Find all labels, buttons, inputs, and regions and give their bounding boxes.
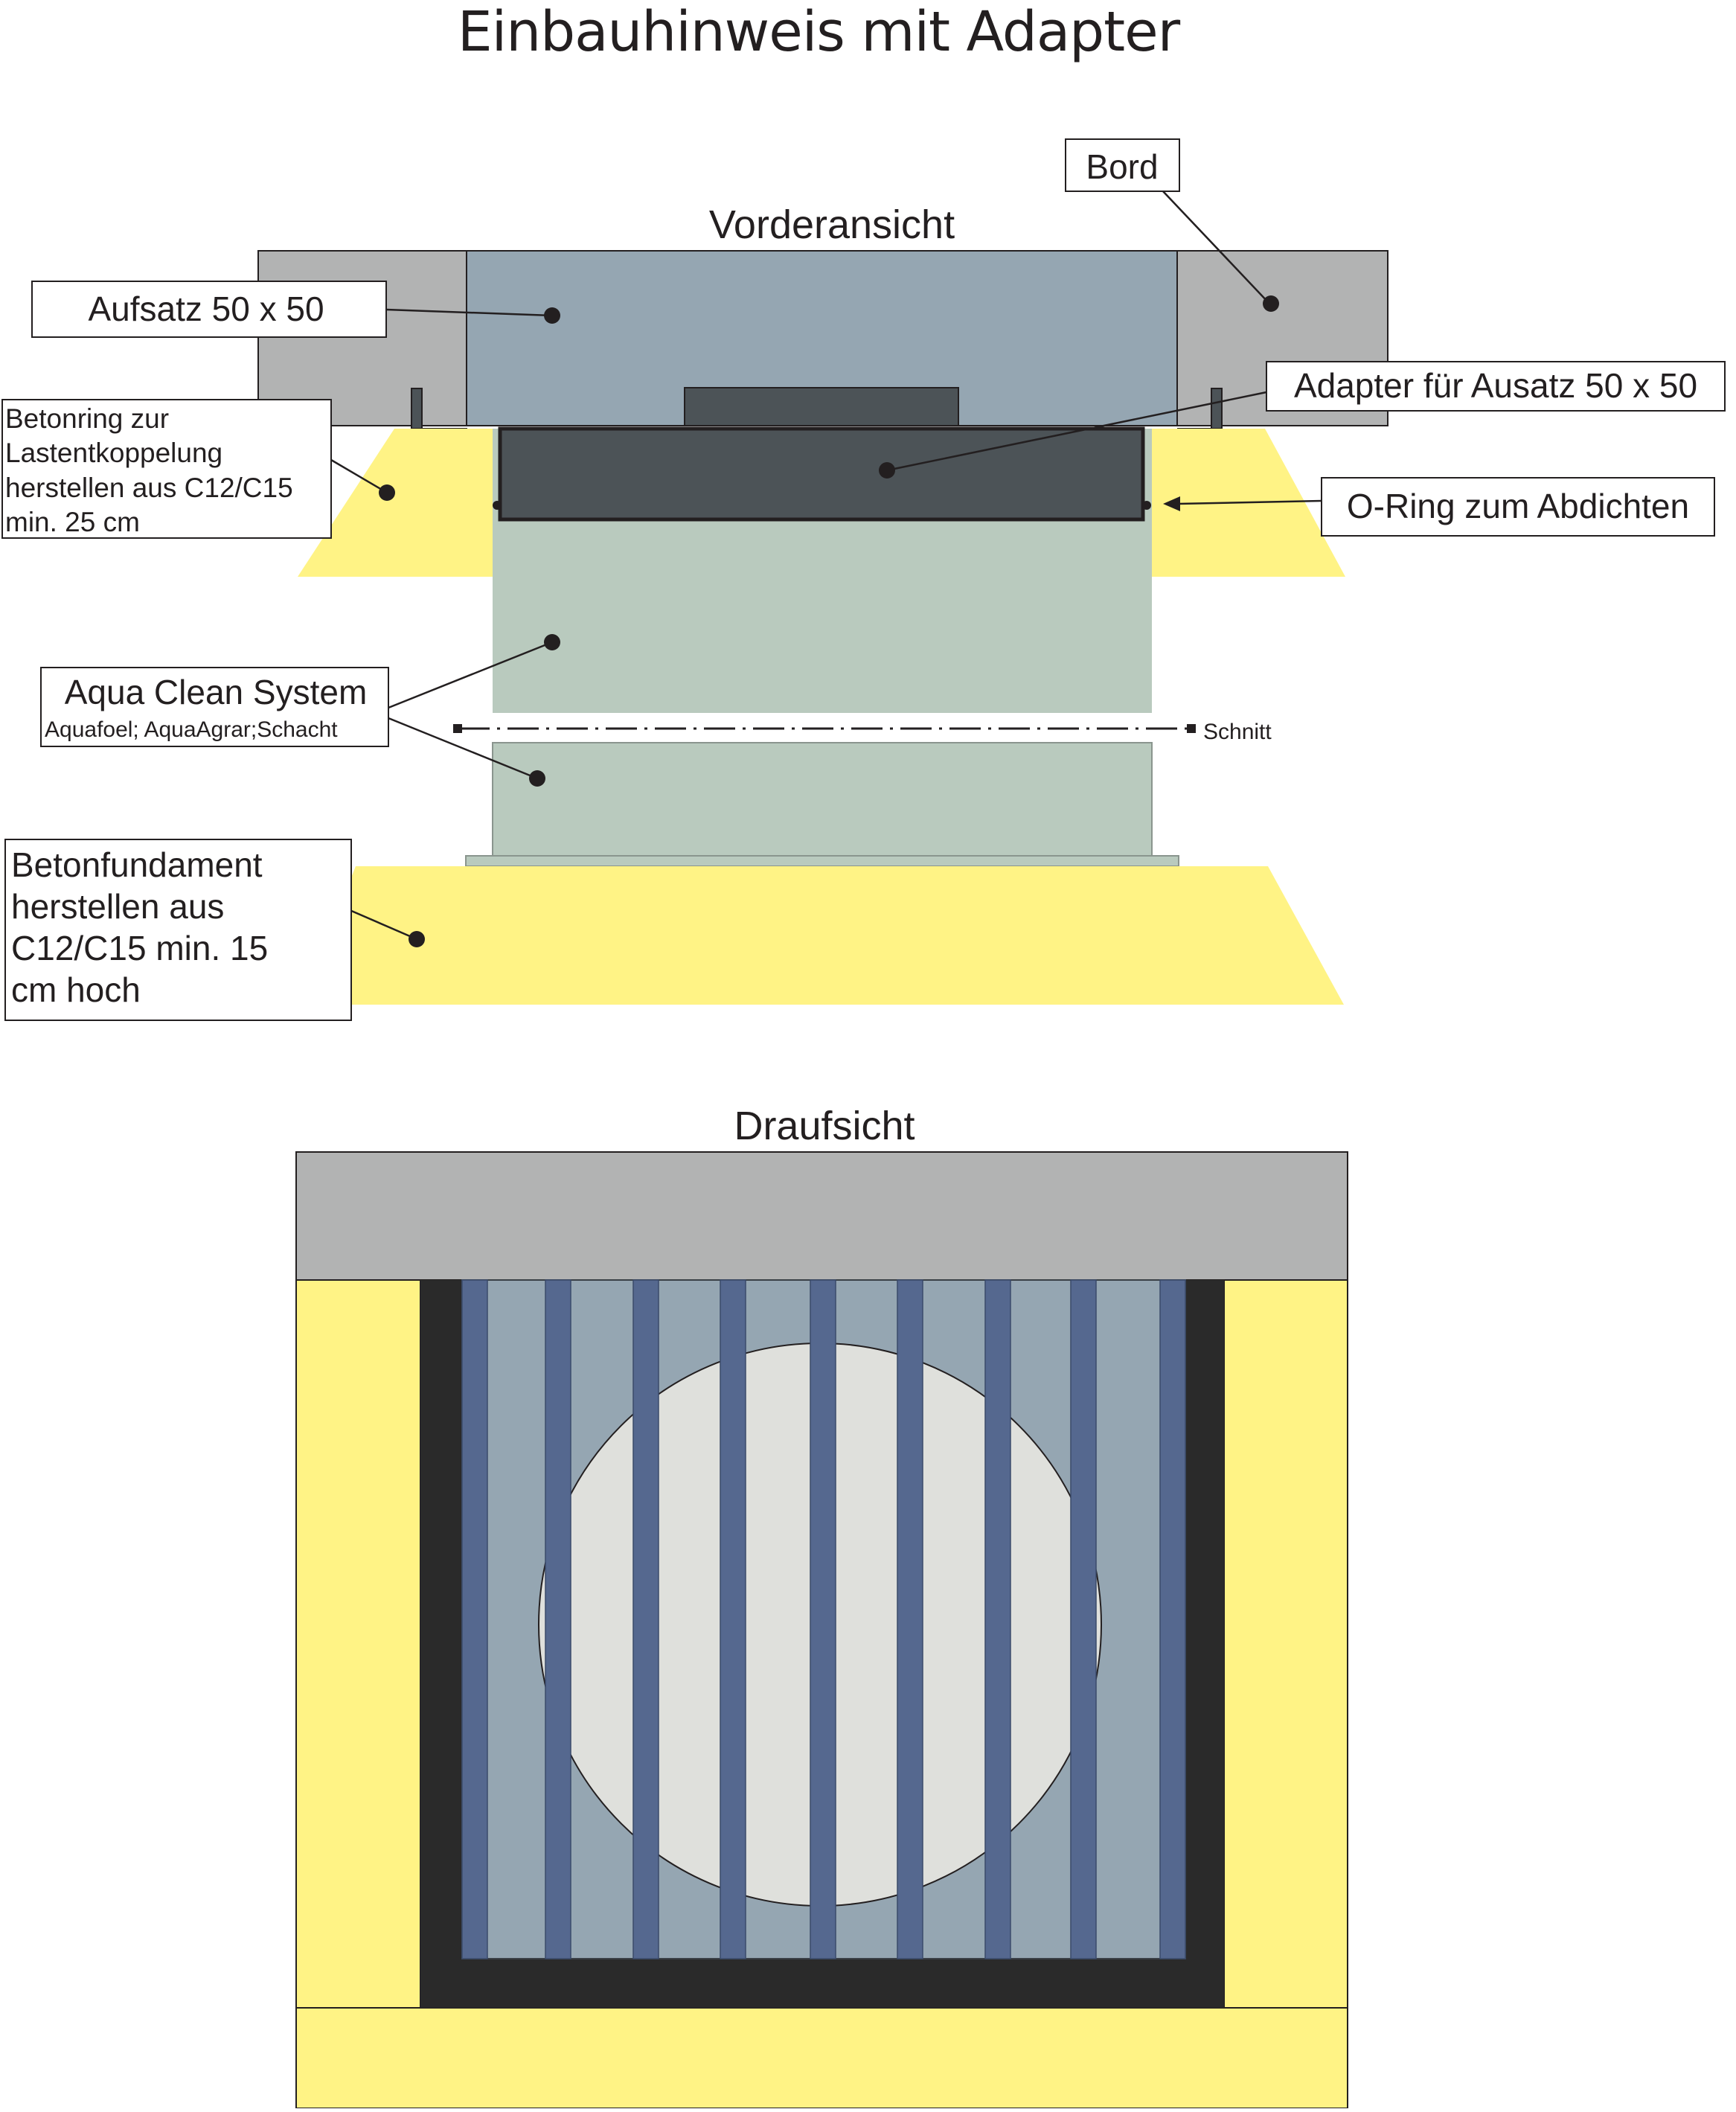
fundament-label-line-3: C12/C15 min. 15 [11, 929, 268, 967]
dot-fundament [409, 931, 425, 947]
top-bord-strip [295, 1151, 1348, 1281]
grate-bar [632, 1279, 659, 1959]
top-view-label: Draufsicht [734, 1104, 915, 1148]
adapter-label-box [1266, 361, 1726, 412]
top-concrete-right [1223, 1279, 1348, 2009]
leader-adapter [886, 391, 1267, 472]
leader-aufsatz [385, 308, 553, 317]
leader-betonring [330, 458, 388, 494]
aqua-label-title: Aqua Clean System [65, 673, 368, 711]
adapter-label: Adapter für Ausatz 50 x 50 [1294, 366, 1697, 405]
grate-bar [984, 1279, 1011, 1959]
dot-aufsatz [544, 307, 560, 324]
betonring-left [298, 429, 495, 577]
betonring-label-line-1: Betonring zur [5, 403, 169, 434]
top-concrete-bottom [295, 2007, 1348, 2109]
grate-bar [461, 1279, 488, 1959]
top-concrete-left [295, 1279, 421, 2009]
dot-aqua-upper [544, 634, 560, 650]
dot-aqua-lower [529, 770, 545, 787]
betonring-label-line-2: Lastentkoppelung [5, 438, 222, 468]
dot-bord [1263, 295, 1279, 312]
oring-label: O-Ring zum Abdichten [1347, 487, 1689, 525]
aqua-system-lower [492, 742, 1153, 863]
leader-dots [379, 295, 1279, 947]
oring-left-dot [493, 501, 502, 510]
grate-bar [545, 1279, 571, 1959]
oring-label-box [1321, 477, 1715, 537]
aqua-label-sub: Aquafoel; AquaAgrar;Schacht [45, 717, 338, 742]
bord-left [257, 250, 467, 426]
bord-label-box [1065, 138, 1180, 192]
diagram-title: Einbauhinweis mit Adapter [458, 0, 1181, 64]
grate-bar [720, 1279, 746, 1959]
aufsatz-label: Aufsatz 50 x 50 [88, 289, 324, 328]
dot-betonring [379, 484, 395, 501]
leader-oring [1177, 499, 1322, 505]
pin-left [411, 388, 423, 430]
front-view-label: Vorderansicht [709, 202, 955, 247]
aufsatz-label-box [31, 281, 387, 338]
aqua-system-base-flange [465, 855, 1179, 867]
betonring-label-line-4: min. 25 cm [5, 507, 140, 537]
aqua-label-box [40, 667, 389, 747]
grate-bar [1159, 1279, 1186, 1959]
section-label: Schnitt [1203, 720, 1272, 744]
bord-label: Bord [1086, 147, 1158, 186]
leader-bord [1162, 190, 1270, 304]
top-grate-bars [461, 1279, 1186, 1959]
fundament-label-box [4, 839, 352, 1021]
aufsatz-inner-block [684, 387, 959, 426]
fundament-label-line-2: herstellen aus [11, 887, 224, 926]
leader-fundament [349, 909, 417, 941]
betonfundament [301, 866, 1344, 1005]
dot-adapter [879, 462, 895, 479]
betonring-label-line-3: herstellen aus C12/C15 [5, 473, 293, 503]
aufsatz-block [466, 250, 1178, 426]
leader-aqua-upper [388, 641, 553, 709]
fundament-label-line-1: Betonfundament [11, 845, 263, 884]
pin-right [1211, 388, 1223, 430]
section-line-end-right [1187, 724, 1196, 733]
section-line-end-left [453, 724, 462, 733]
leader-aqua-lower [388, 717, 538, 780]
fundament-label-line-4: cm hoch [11, 970, 141, 1009]
oring-right-dot [1142, 501, 1151, 510]
grate-bar [897, 1279, 923, 1959]
adapter-block [498, 426, 1145, 522]
grate-bar [810, 1279, 836, 1959]
leader-lines [330, 190, 1322, 941]
betonring-label-box [1, 399, 332, 539]
oring-arrowhead [1163, 496, 1180, 511]
grate-bar [1070, 1279, 1097, 1959]
